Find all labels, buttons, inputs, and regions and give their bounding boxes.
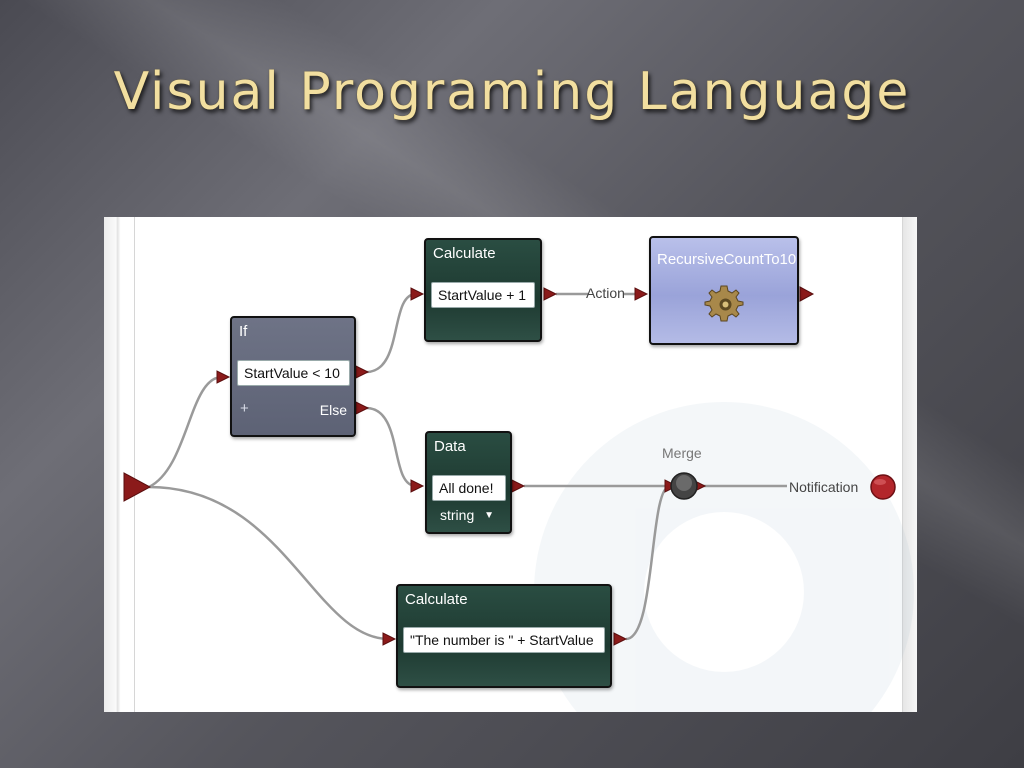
notification-label: Notification — [789, 479, 859, 495]
action-label: Action — [586, 285, 625, 301]
data-node[interactable]: Data All done! string ▼ — [425, 431, 512, 534]
if-else-label: Else — [319, 402, 347, 418]
chevron-down-icon: ▼ — [484, 510, 495, 521]
background-gear-icon — [534, 402, 914, 712]
data-type-select[interactable]: string ▼ — [440, 507, 494, 523]
calculate-bottom-title: Calculate — [405, 591, 468, 608]
calculate-bottom-expression[interactable]: "The number is " + StartValue — [403, 627, 605, 653]
merge-junction[interactable] — [670, 472, 698, 500]
slide-title: Visual Programing Language — [113, 62, 911, 122]
wire-if-to-calc-top — [365, 292, 417, 374]
panel-right-rail — [902, 217, 917, 712]
calculate-top-expression[interactable]: StartValue + 1 — [431, 282, 535, 308]
if-output-port[interactable] — [355, 365, 370, 379]
gear-icon — [704, 285, 744, 322]
recursive-title: RecursiveCountTo10 — [657, 251, 797, 268]
calculate-top-title: Calculate — [433, 245, 496, 262]
recursive-input-port — [634, 287, 649, 301]
data-type-label: string — [440, 507, 475, 523]
if-condition-field[interactable]: StartValue < 10 — [237, 360, 350, 386]
connector-wires — [148, 292, 787, 641]
else-output-port[interactable] — [355, 401, 370, 415]
ports — [123, 286, 815, 646]
wire-start-to-calc-bottom — [148, 485, 390, 641]
if-node-title: If — [239, 323, 248, 340]
data-output-port — [511, 479, 526, 493]
calc-top-input-port — [410, 287, 425, 301]
wire-else-to-data — [365, 406, 417, 488]
start-port[interactable] — [123, 472, 152, 502]
calc-top-output-port — [543, 287, 558, 301]
panel-left-rail — [104, 217, 135, 712]
diagram-canvas — [123, 286, 914, 712]
calculate-bottom-node[interactable]: Calculate "The number is " + StartValue — [396, 584, 612, 688]
if-node[interactable]: If StartValue < 10 + Else — [230, 316, 356, 437]
wire-start-to-if — [148, 375, 223, 489]
wire-calc-bottom-to-merge — [625, 484, 671, 641]
diagram-panel: If StartValue < 10 + Else Calculate Star… — [104, 217, 917, 712]
calc-bottom-output-port — [613, 632, 628, 646]
if-add-branch-icon[interactable]: + — [240, 400, 249, 417]
calculate-top-node[interactable]: Calculate StartValue + 1 — [424, 238, 542, 342]
data-value-field[interactable]: All done! — [432, 475, 506, 501]
recursive-output-port — [799, 286, 815, 302]
merge-label: Merge — [662, 445, 702, 461]
notification-end-icon[interactable] — [870, 474, 896, 500]
data-input-port — [410, 479, 425, 493]
if-input-port — [216, 370, 231, 384]
recursive-node[interactable]: RecursiveCountTo10 — [649, 236, 799, 345]
data-node-title: Data — [434, 438, 466, 455]
calc-bottom-input-port — [382, 632, 397, 646]
